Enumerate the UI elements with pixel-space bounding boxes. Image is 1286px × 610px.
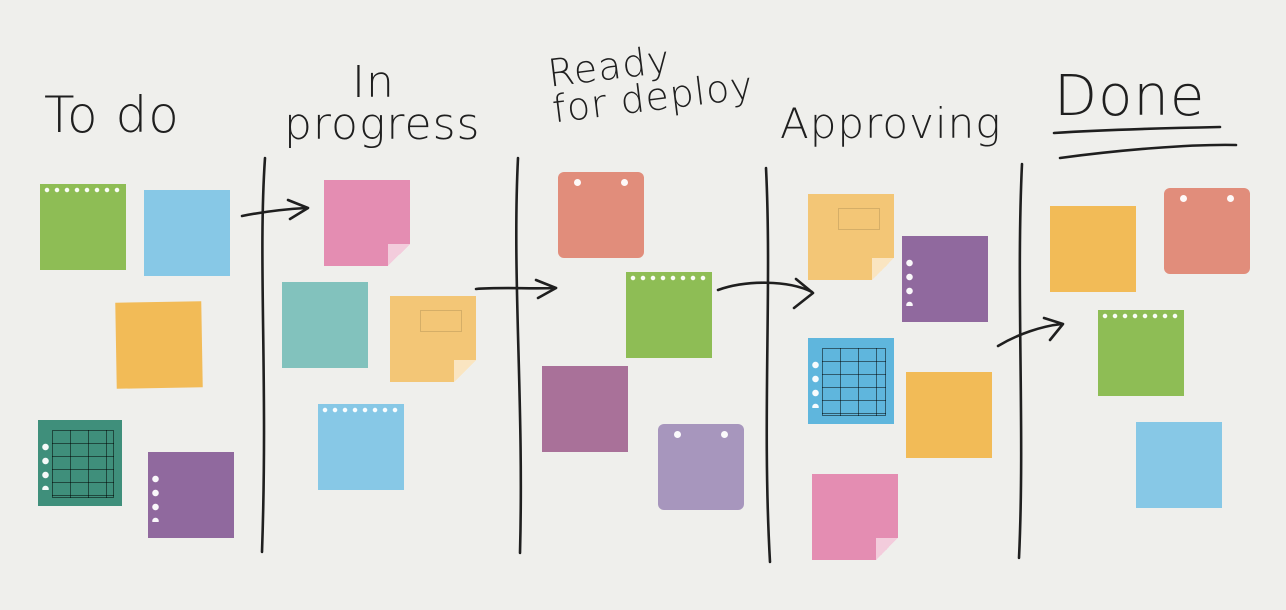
column-title-in-progress-line-1: In (352, 57, 395, 108)
column-title-todo-line: To do (44, 86, 180, 144)
done-underline-2 (1058, 143, 1238, 160)
sticky-note-orange-lined[interactable] (906, 372, 992, 458)
column-title-in-progress: In progress (284, 57, 481, 150)
column-divider-4 (1017, 162, 1024, 560)
sticky-note-pink-grid[interactable] (812, 474, 898, 560)
sticky-note-purple[interactable] (148, 452, 234, 538)
column-title-approving: Approving (780, 99, 1002, 148)
arrow-todo-to-progress (240, 198, 310, 221)
sticky-note-magenta[interactable] (542, 366, 628, 452)
column-title-approving-line: Approving (780, 99, 1002, 148)
sticky-note-light-blue[interactable] (318, 404, 404, 490)
sticky-note-purple[interactable] (902, 236, 988, 322)
sticky-note-green[interactable] (1098, 310, 1184, 396)
column-title-todo: To do (44, 86, 180, 144)
column-title-in-progress-line-2: progress (284, 98, 481, 150)
sticky-note-green[interactable] (40, 184, 126, 270)
done-underline-1 (1052, 125, 1222, 135)
sticky-note-orange-lined[interactable] (1050, 206, 1136, 292)
sticky-note-light-blue[interactable] (1136, 422, 1222, 508)
sticky-note-blue-table[interactable] (808, 338, 894, 424)
column-title-done-line: Done (1054, 64, 1206, 129)
sticky-note-salmon[interactable] (1164, 188, 1250, 274)
sticky-note-blue[interactable] (144, 190, 230, 276)
note-label-box (838, 208, 880, 230)
column-divider-2 (514, 156, 523, 555)
sticky-note-orange-lined[interactable] (115, 301, 203, 389)
sticky-note-peach[interactable] (808, 194, 894, 280)
column-title-done: Done (1054, 64, 1206, 129)
sticky-note-green[interactable] (626, 272, 712, 358)
table-grid (822, 348, 886, 416)
sticky-note-pink-grid[interactable] (324, 180, 410, 266)
note-label-box (420, 310, 462, 332)
sticky-note-salmon[interactable] (558, 172, 644, 258)
table-grid (52, 430, 114, 498)
arrow-approving-to-done (996, 316, 1065, 348)
sticky-note-teal-table[interactable] (38, 420, 122, 506)
column-divider-3 (764, 166, 772, 564)
column-divider-1 (260, 156, 267, 554)
sticky-note-lavender[interactable] (658, 424, 744, 510)
arrow-ready-to-approving (716, 277, 815, 310)
arrow-progress-to-ready (474, 278, 558, 300)
sticky-note-peach[interactable] (390, 296, 476, 382)
sticky-note-aqua[interactable] (282, 282, 368, 368)
